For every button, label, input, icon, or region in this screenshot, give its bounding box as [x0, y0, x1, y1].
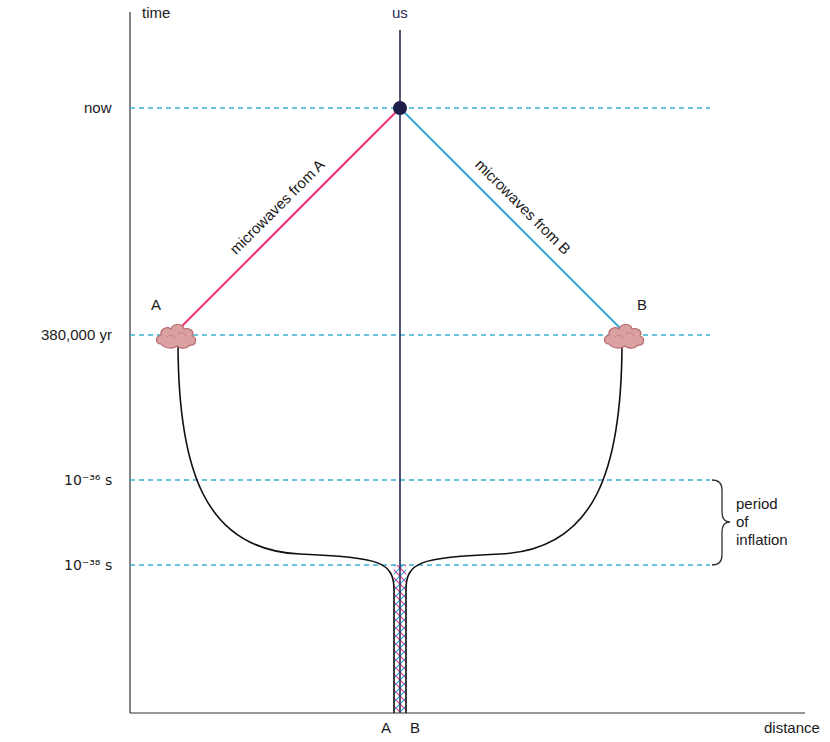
path-label: microwaves from B — [471, 156, 574, 259]
our-worldline — [399, 30, 401, 713]
axis-label: B — [410, 719, 420, 737]
period-bracket — [712, 480, 730, 565]
axis-label: now — [84, 99, 112, 117]
axis-label: distance — [764, 719, 820, 737]
region-letter: A — [151, 296, 161, 314]
axis-label: time — [142, 4, 170, 22]
cloud-region: A — [153, 320, 199, 350]
cloud-region: B — [601, 320, 647, 350]
us-dot — [393, 101, 407, 115]
region-letter: B — [637, 296, 647, 314]
worldline-a — [178, 342, 394, 713]
microwave-path-a — [180, 108, 400, 328]
axis-label: period of inflation — [736, 495, 792, 549]
time-axis — [129, 12, 130, 713]
cloud-shape — [601, 320, 647, 350]
microwave-path-b — [400, 108, 620, 328]
worldline-b — [406, 342, 622, 713]
axis-label: us — [392, 4, 408, 22]
axis-label: 10⁻³⁸ s — [64, 556, 112, 574]
time-markers — [130, 108, 710, 565]
axis-label: 10⁻³⁶ s — [64, 471, 112, 489]
path-label: microwaves from A — [226, 156, 328, 258]
axis-label: 380,000 yr — [41, 326, 112, 344]
cloud-shape — [153, 320, 199, 350]
distance-axis — [130, 712, 805, 713]
axis-label: A — [381, 719, 391, 737]
